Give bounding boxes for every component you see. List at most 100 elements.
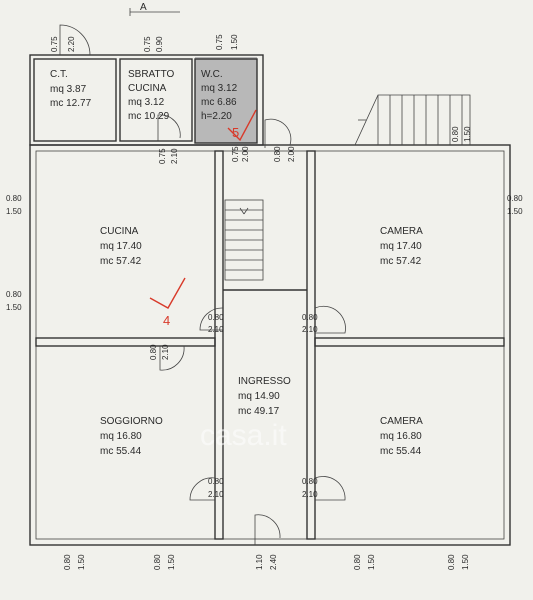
dim-bottom-window-3-h: 1.50 xyxy=(367,554,376,570)
dim-soggiorno-door-vert-w: 0.80 xyxy=(149,344,158,360)
dim-stair-door-h: 2.00 xyxy=(287,146,296,162)
sbratto-walls xyxy=(119,58,193,142)
dim-soggiorno-door-w: 0.80 xyxy=(208,477,224,486)
room-sbratto: SBRATTO CUCINA mq 3.12 mc 10.29 xyxy=(128,69,175,122)
stairs xyxy=(224,94,471,281)
wc-walls xyxy=(194,58,258,144)
dim-soggiorno-door: 0.80 2.10 xyxy=(208,477,224,499)
dim-bottom-window-2-h: 1.50 xyxy=(167,554,176,570)
dim-cucina-window-1-h: 1.50 xyxy=(6,207,22,216)
room-camera2: CAMERA mq 16.80 mc 55.44 xyxy=(380,416,423,457)
dim-back-window: 0.80 1.50 xyxy=(451,126,472,142)
dim-cucina-top-door-w: 0.75 xyxy=(158,148,167,164)
camera-camera-wall xyxy=(314,337,505,347)
main-outer-wall xyxy=(29,144,511,546)
dim-bottom-window-4: 0.80 1.50 xyxy=(447,554,470,570)
cucina-soggiorno-wall xyxy=(35,337,216,347)
dim-soggiorno-door-vert: 0.80 2.10 xyxy=(149,344,170,360)
dim-camera1-window: 0.80 1.50 xyxy=(507,194,523,216)
dim-cucina-window-2-h: 1.50 xyxy=(6,303,22,312)
dim-back-window-h: 1.50 xyxy=(463,126,472,142)
soggiorno-door-vert-swing xyxy=(159,345,185,371)
dim-bottom-window-1-h: 1.50 xyxy=(77,554,86,570)
dim-wc-window: 0.75 1.50 xyxy=(215,34,239,50)
room-soggiorno-area: mq 16.80 xyxy=(100,431,142,442)
room-wc-name: W.C. xyxy=(201,69,223,80)
dim-camera1-window-w: 0.80 xyxy=(507,194,523,203)
room-wc-volume: mc 6.86 xyxy=(201,97,237,108)
dim-wc-window-h: 1.50 xyxy=(230,34,239,50)
room-camera2-volume: mc 55.44 xyxy=(380,446,422,457)
dim-cucina-door-w: 0.80 xyxy=(208,313,224,322)
door-swings xyxy=(59,24,346,545)
camera2-door-swing xyxy=(314,476,346,501)
dim-cucina-top-door-h: 2.10 xyxy=(170,148,179,164)
dim-entrance-door-w: 1.10 xyxy=(255,554,264,570)
dim-cucina-window-1-w: 0.80 xyxy=(6,194,22,203)
dim-camera2-door-w: 0.80 xyxy=(302,477,318,486)
dim-cucina-door: 0.80 2.10 xyxy=(208,313,224,334)
room-sbratto-area: mq 3.12 xyxy=(128,97,165,108)
dim-entrance-door: 1.10 2.40 xyxy=(255,554,278,570)
dim-camera1-door-h: 2.10 xyxy=(302,325,318,334)
room-soggiorno: SOGGIORNO mq 16.80 mc 55.44 xyxy=(100,416,163,457)
dim-stair-door-w: 0.80 xyxy=(273,146,282,162)
check-label-5: 5 xyxy=(232,125,239,140)
dim-bottom-window-2-w: 0.80 xyxy=(153,554,162,570)
room-ingresso: INGRESSO mq 14.90 mc 49.17 xyxy=(238,376,291,417)
dim-cucina-window-2: 0.80 1.50 xyxy=(6,290,22,312)
dim-bottom-window-2: 0.80 1.50 xyxy=(153,554,176,570)
room-camera2-name: CAMERA xyxy=(380,416,423,427)
room-ingresso-area: mq 14.90 xyxy=(238,391,280,402)
dim-wc-door: 0.75 2.00 xyxy=(231,146,250,162)
room-wc: W.C. mq 3.12 mc 6.86 h=2.20 xyxy=(201,69,238,122)
check-mark-4 xyxy=(149,277,186,309)
cucina-door-swing xyxy=(199,307,224,331)
sbratto-door-swing xyxy=(157,114,181,141)
room-ingresso-volume: mc 49.17 xyxy=(238,406,280,417)
dim-ct-door-w: 0.75 xyxy=(50,36,59,52)
room-labels: C.T. mq 3.87 mc 12.77 SBRATTO CUCINA mq … xyxy=(50,69,423,457)
check-annotations: 4 5 xyxy=(149,109,257,328)
dim-camera1-door: 0.80 2.10 xyxy=(302,313,318,334)
dim-bottom-window-3-w: 0.80 xyxy=(353,554,362,570)
room-camera1: CAMERA mq 17.40 mc 57.42 xyxy=(380,226,423,267)
dim-ct-door-h: 2.20 xyxy=(67,36,76,52)
dim-sbratto-door-h: 0.90 xyxy=(155,36,164,52)
dim-cucina-window-1: 0.80 1.50 xyxy=(6,194,22,216)
room-wc-area: mq 3.12 xyxy=(201,83,238,94)
dim-bottom-window-4-h: 1.50 xyxy=(461,554,470,570)
room-camera1-name: CAMERA xyxy=(380,226,423,237)
dim-camera2-door-h: 2.10 xyxy=(302,490,318,499)
room-cucina-name: CUCINA xyxy=(100,226,139,237)
watermark: casa.it xyxy=(200,419,287,452)
soggiorno-door-swing xyxy=(189,477,216,501)
room-ingresso-name: INGRESSO xyxy=(238,376,291,387)
room-wc-height: h=2.20 xyxy=(201,111,232,122)
section-marker: A xyxy=(140,2,147,13)
room-ct-area: mq 3.87 xyxy=(50,84,87,95)
room-sbratto-volume: mc 10.29 xyxy=(128,111,170,122)
dim-entrance-door-h: 2.40 xyxy=(269,554,278,570)
room-cucina-volume: mc 57.42 xyxy=(100,256,142,267)
dim-camera2-door: 0.80 2.10 xyxy=(302,477,318,499)
room-soggiorno-name: SOGGIORNO xyxy=(100,416,163,427)
dim-bottom-window-4-w: 0.80 xyxy=(447,554,456,570)
dim-sbratto-door: 0.75 0.90 xyxy=(143,36,164,52)
main-inner-wall xyxy=(35,150,505,540)
ct-walls xyxy=(33,58,117,142)
stair-door-swing xyxy=(264,118,292,148)
check-label-4: 4 xyxy=(163,313,170,328)
room-soggiorno-volume: mc 55.44 xyxy=(100,446,142,457)
room-camera2-area: mq 16.80 xyxy=(380,431,422,442)
room-camera1-volume: mc 57.42 xyxy=(380,256,422,267)
dim-stair-door: 0.80 2.00 xyxy=(273,146,296,162)
camera1-door-swing xyxy=(314,305,346,334)
room-camera1-area: mq 17.40 xyxy=(380,241,422,252)
dim-back-window-w: 0.80 xyxy=(451,126,460,142)
dim-bottom-window-3: 0.80 1.50 xyxy=(353,554,376,570)
dim-cucina-top-door: 0.75 2.10 xyxy=(158,148,179,164)
dim-sbratto-door-w: 0.75 xyxy=(143,36,152,52)
room-ct-volume: mc 12.77 xyxy=(50,98,92,109)
